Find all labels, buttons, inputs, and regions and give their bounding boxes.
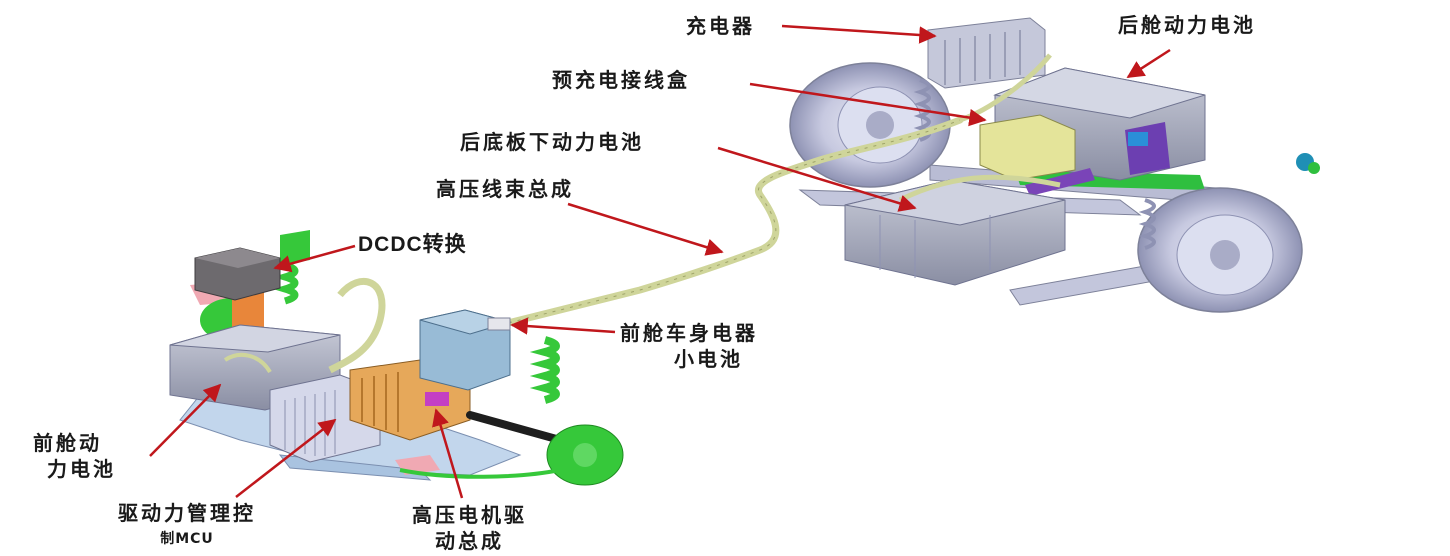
label-front-cabin-battery-line1: 前舱动	[33, 431, 102, 455]
label-mcu-line1: 驱动力管理控	[118, 501, 256, 525]
label-rear-cabin-battery: 后舱动力电池	[1118, 13, 1256, 37]
arrow-mcu	[235, 418, 337, 498]
arrow-front-small-battery	[510, 317, 616, 335]
rear-connector-part	[1296, 153, 1320, 174]
arrow-precharge-box	[749, 82, 987, 127]
label-hv-motor-line1: 高压电机驱	[412, 503, 527, 527]
label-hv-motor-line2: 动总成	[435, 529, 504, 553]
arrow-rear-cabin-battery	[1126, 48, 1171, 79]
front-small-battery-block	[419, 309, 512, 391]
label-hv-harness: 高压线束总成	[436, 177, 574, 201]
label-front-cabin-battery: 前舱动 力电池	[33, 430, 116, 482]
label-mcu: 驱动力管理控 制MCU	[118, 500, 256, 552]
arrow-front-cabin-battery	[149, 383, 222, 457]
arrow-charger	[781, 24, 937, 44]
rear-right-wheel	[1137, 187, 1303, 313]
callout-arrows	[149, 24, 1171, 499]
label-dcdc: DCDC转换	[358, 233, 467, 256]
label-hv-motor: 高压电机驱 动总成	[412, 502, 527, 554]
label-charger: 充电器	[686, 14, 755, 38]
label-precharge-box: 预充电接线盒	[552, 68, 690, 92]
precharge-box-block	[979, 114, 1095, 196]
label-front-small-battery-line2: 小电池	[674, 347, 743, 371]
front-right-suspension	[399, 336, 624, 486]
label-front-small-battery-line1: 前舱车身电器	[620, 321, 758, 345]
front-harness	[223, 277, 386, 374]
arrow-dcdc	[273, 244, 356, 273]
arrow-hv-motor	[432, 408, 464, 499]
dcdc-converter-block	[194, 247, 281, 301]
charger-unit	[927, 17, 1046, 89]
arrow-hv-harness	[567, 202, 724, 256]
label-front-small-battery: 前舱车身电器 小电池	[620, 320, 758, 372]
arrow-rear-floor-battery	[717, 146, 917, 212]
label-mcu-line2: 制MCU	[160, 531, 214, 547]
label-rear-floor-battery: 后底板下动力电池	[460, 130, 644, 154]
label-front-cabin-battery-line2: 力电池	[47, 457, 116, 481]
rear-left-wheel	[789, 62, 951, 188]
